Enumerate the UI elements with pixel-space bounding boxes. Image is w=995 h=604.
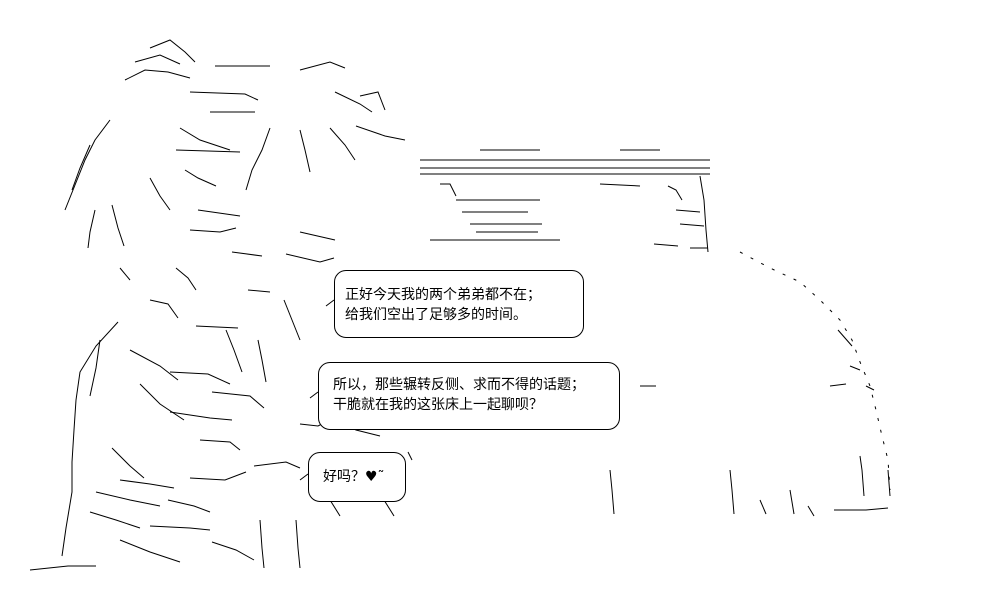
speech-bubble-2-line-2: 干脆就在我的这张床上一起聊呗？ <box>333 397 543 413</box>
speech-bubble-3-line-1: 好吗？♥˜ <box>323 469 385 485</box>
speech-bubble-2: 所以，那些辗转反侧、求而不得的话题； 干脆就在我的这张床上一起聊呗？ <box>318 362 620 430</box>
speech-bubble-2-line-1: 所以，那些辗转反侧、求而不得的话题； <box>333 377 585 393</box>
speech-bubble-1: 正好今天我的两个弟弟都不在； 给我们空出了足够多的时间。 <box>334 270 584 338</box>
speech-bubble-3: 好吗？♥˜ <box>308 452 406 502</box>
speech-bubble-1-line-2: 给我们空出了足够多的时间。 <box>345 307 527 323</box>
speech-bubble-1-line-1: 正好今天我的两个弟弟都不在； <box>345 287 541 303</box>
